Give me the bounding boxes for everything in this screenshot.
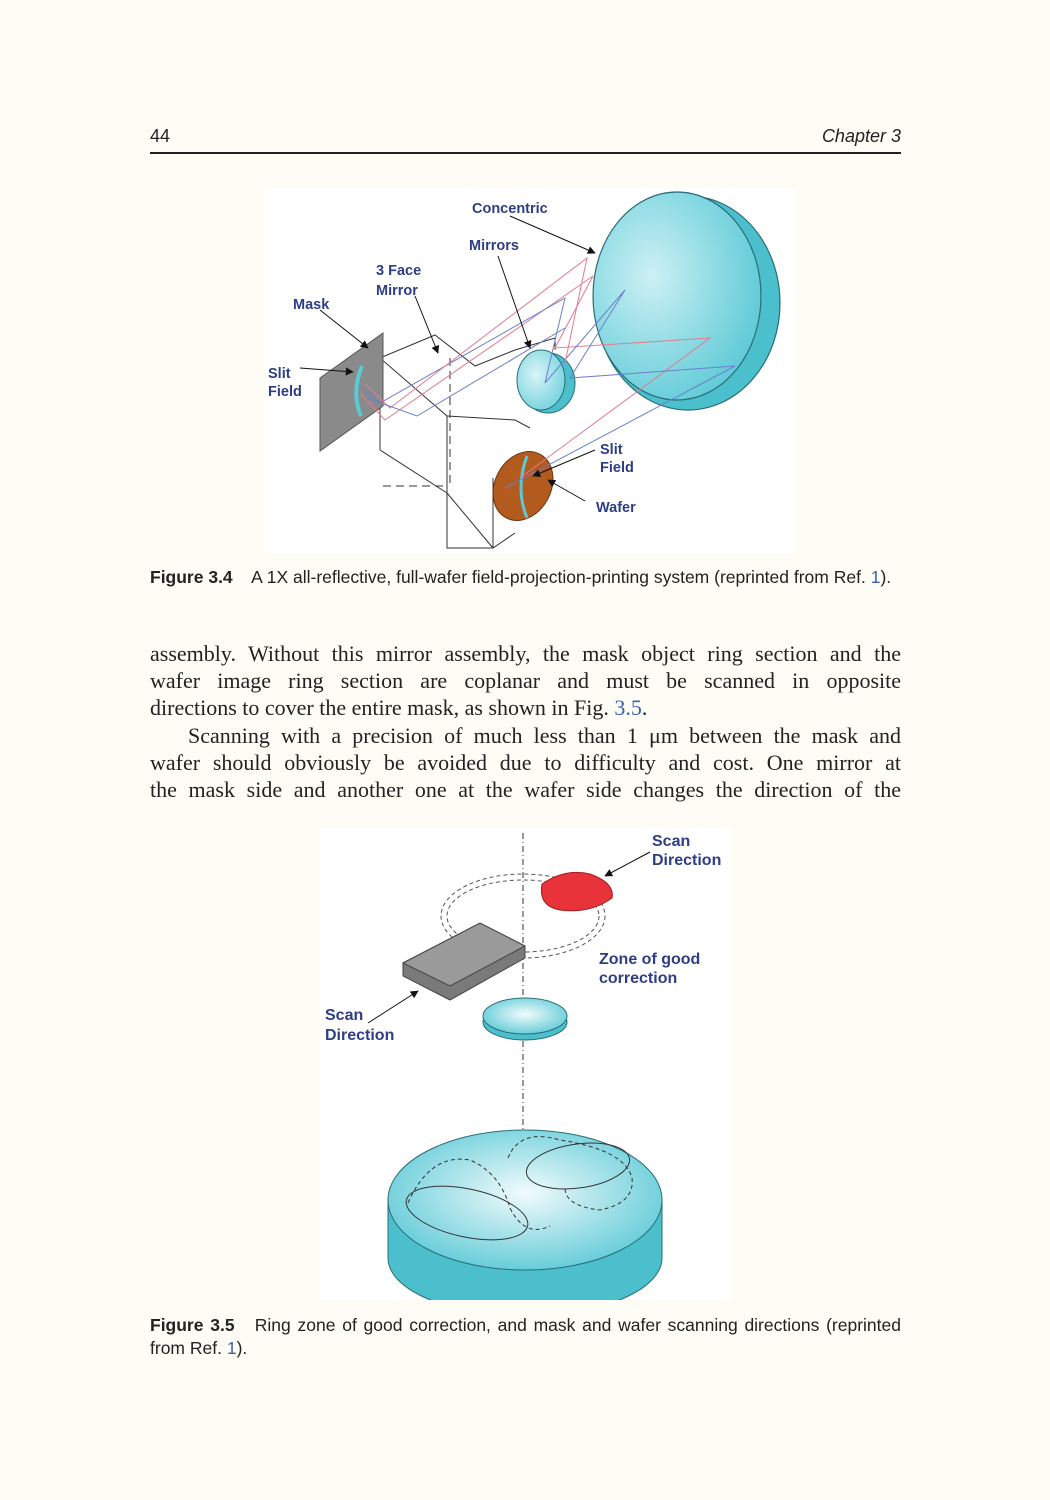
body-line: assembly. Without this mirror assembly, …: [150, 641, 901, 666]
figure-3-5-caption: Figure 3.5 Ring zone of good correction,…: [150, 1314, 901, 1360]
caption-ref-link[interactable]: 1: [226, 1338, 237, 1358]
page-header: 44 Chapter 3: [150, 126, 901, 154]
dashed-zone-right: [507, 1136, 633, 1211]
caption-ref-link[interactable]: 1: [870, 567, 881, 587]
body-line: Scanning with a precision of much less t…: [188, 722, 901, 748]
small-lens: [482, 997, 568, 1035]
body-line: directions to cover the entire mask, as …: [150, 695, 648, 721]
label-wafer: Wafer: [596, 500, 636, 516]
label-mirrors: Mirrors: [469, 238, 519, 254]
caption-end: ).: [236, 1338, 248, 1358]
label-arrows: [299, 215, 596, 502]
label-field-right: Field: [600, 460, 634, 476]
body-line: wafer image ring section are coplanar an…: [150, 668, 901, 694]
figure-3-4-diagram: Concentric Mirrors 3 Face Mirror Mask Sl…: [268, 191, 781, 549]
label-field-left: Field: [268, 384, 302, 400]
mask-ring-outline: [525, 1142, 631, 1190]
ring-zone-inner: [446, 879, 600, 953]
body-line: the mask side and another one at the waf…: [150, 777, 901, 803]
caption-text: A 1X all-reflective, full-wafer field-pr…: [251, 567, 866, 587]
caption-end: ).: [880, 567, 892, 587]
caption-number: Figure 3.5: [150, 1315, 235, 1335]
figure-ref-link[interactable]: 3.5: [614, 695, 642, 721]
label-mirror: Mirror: [376, 283, 418, 299]
caption-text: Ring zone of good correction, and mask a…: [150, 1315, 901, 1358]
page-number: 44: [150, 126, 171, 146]
body-text: assembly. Without this mirror assembly, …: [150, 640, 901, 803]
label-direction-left: Direction: [325, 1027, 394, 1044]
figure-3-5: Scan Direction Zone of good correction S…: [320, 828, 730, 1317]
label-correction: correction: [599, 970, 677, 987]
chapter-title: Chapter 3: [821, 126, 901, 146]
label-direction-top: Direction: [652, 852, 721, 869]
mask-slit-field: [354, 365, 364, 417]
body-line: wafer should obviously be avoided due to…: [150, 749, 901, 775]
label-scan-left: Scan: [325, 1007, 363, 1024]
dashed-zone-left: [407, 1158, 551, 1230]
wafer-disc: [492, 451, 554, 521]
label-concentric: Concentric: [472, 201, 548, 217]
caption-number: Figure 3.4: [150, 567, 233, 587]
label-3-face: 3 Face: [376, 263, 421, 279]
wafer-ring-outline: [405, 1185, 529, 1241]
label-mask: Mask: [293, 297, 330, 313]
large-lens-top: [387, 1129, 663, 1271]
red-ring-section: [540, 871, 613, 912]
label-slit-right: Slit: [600, 442, 623, 458]
label-arrows: [367, 851, 651, 1024]
small-concentric-mirror: [516, 349, 566, 411]
mask-plate-top: [401, 922, 527, 987]
wafer-slit-field: [519, 455, 529, 519]
label-zone: Zone of good: [599, 951, 700, 968]
large-concentric-mirror: [592, 191, 762, 401]
figure-3-4: Concentric Mirrors 3 Face Mirror Mask Sl…: [265, 188, 795, 553]
light-rays: [359, 256, 736, 489]
figure-3-4-caption: Figure 3.4 A 1X all-reflective, full-waf…: [150, 566, 901, 589]
label-scan-top: Scan: [652, 833, 690, 850]
figure-3-5-diagram: Scan Direction Zone of good correction S…: [325, 833, 721, 1317]
label-slit-left: Slit: [268, 366, 291, 382]
